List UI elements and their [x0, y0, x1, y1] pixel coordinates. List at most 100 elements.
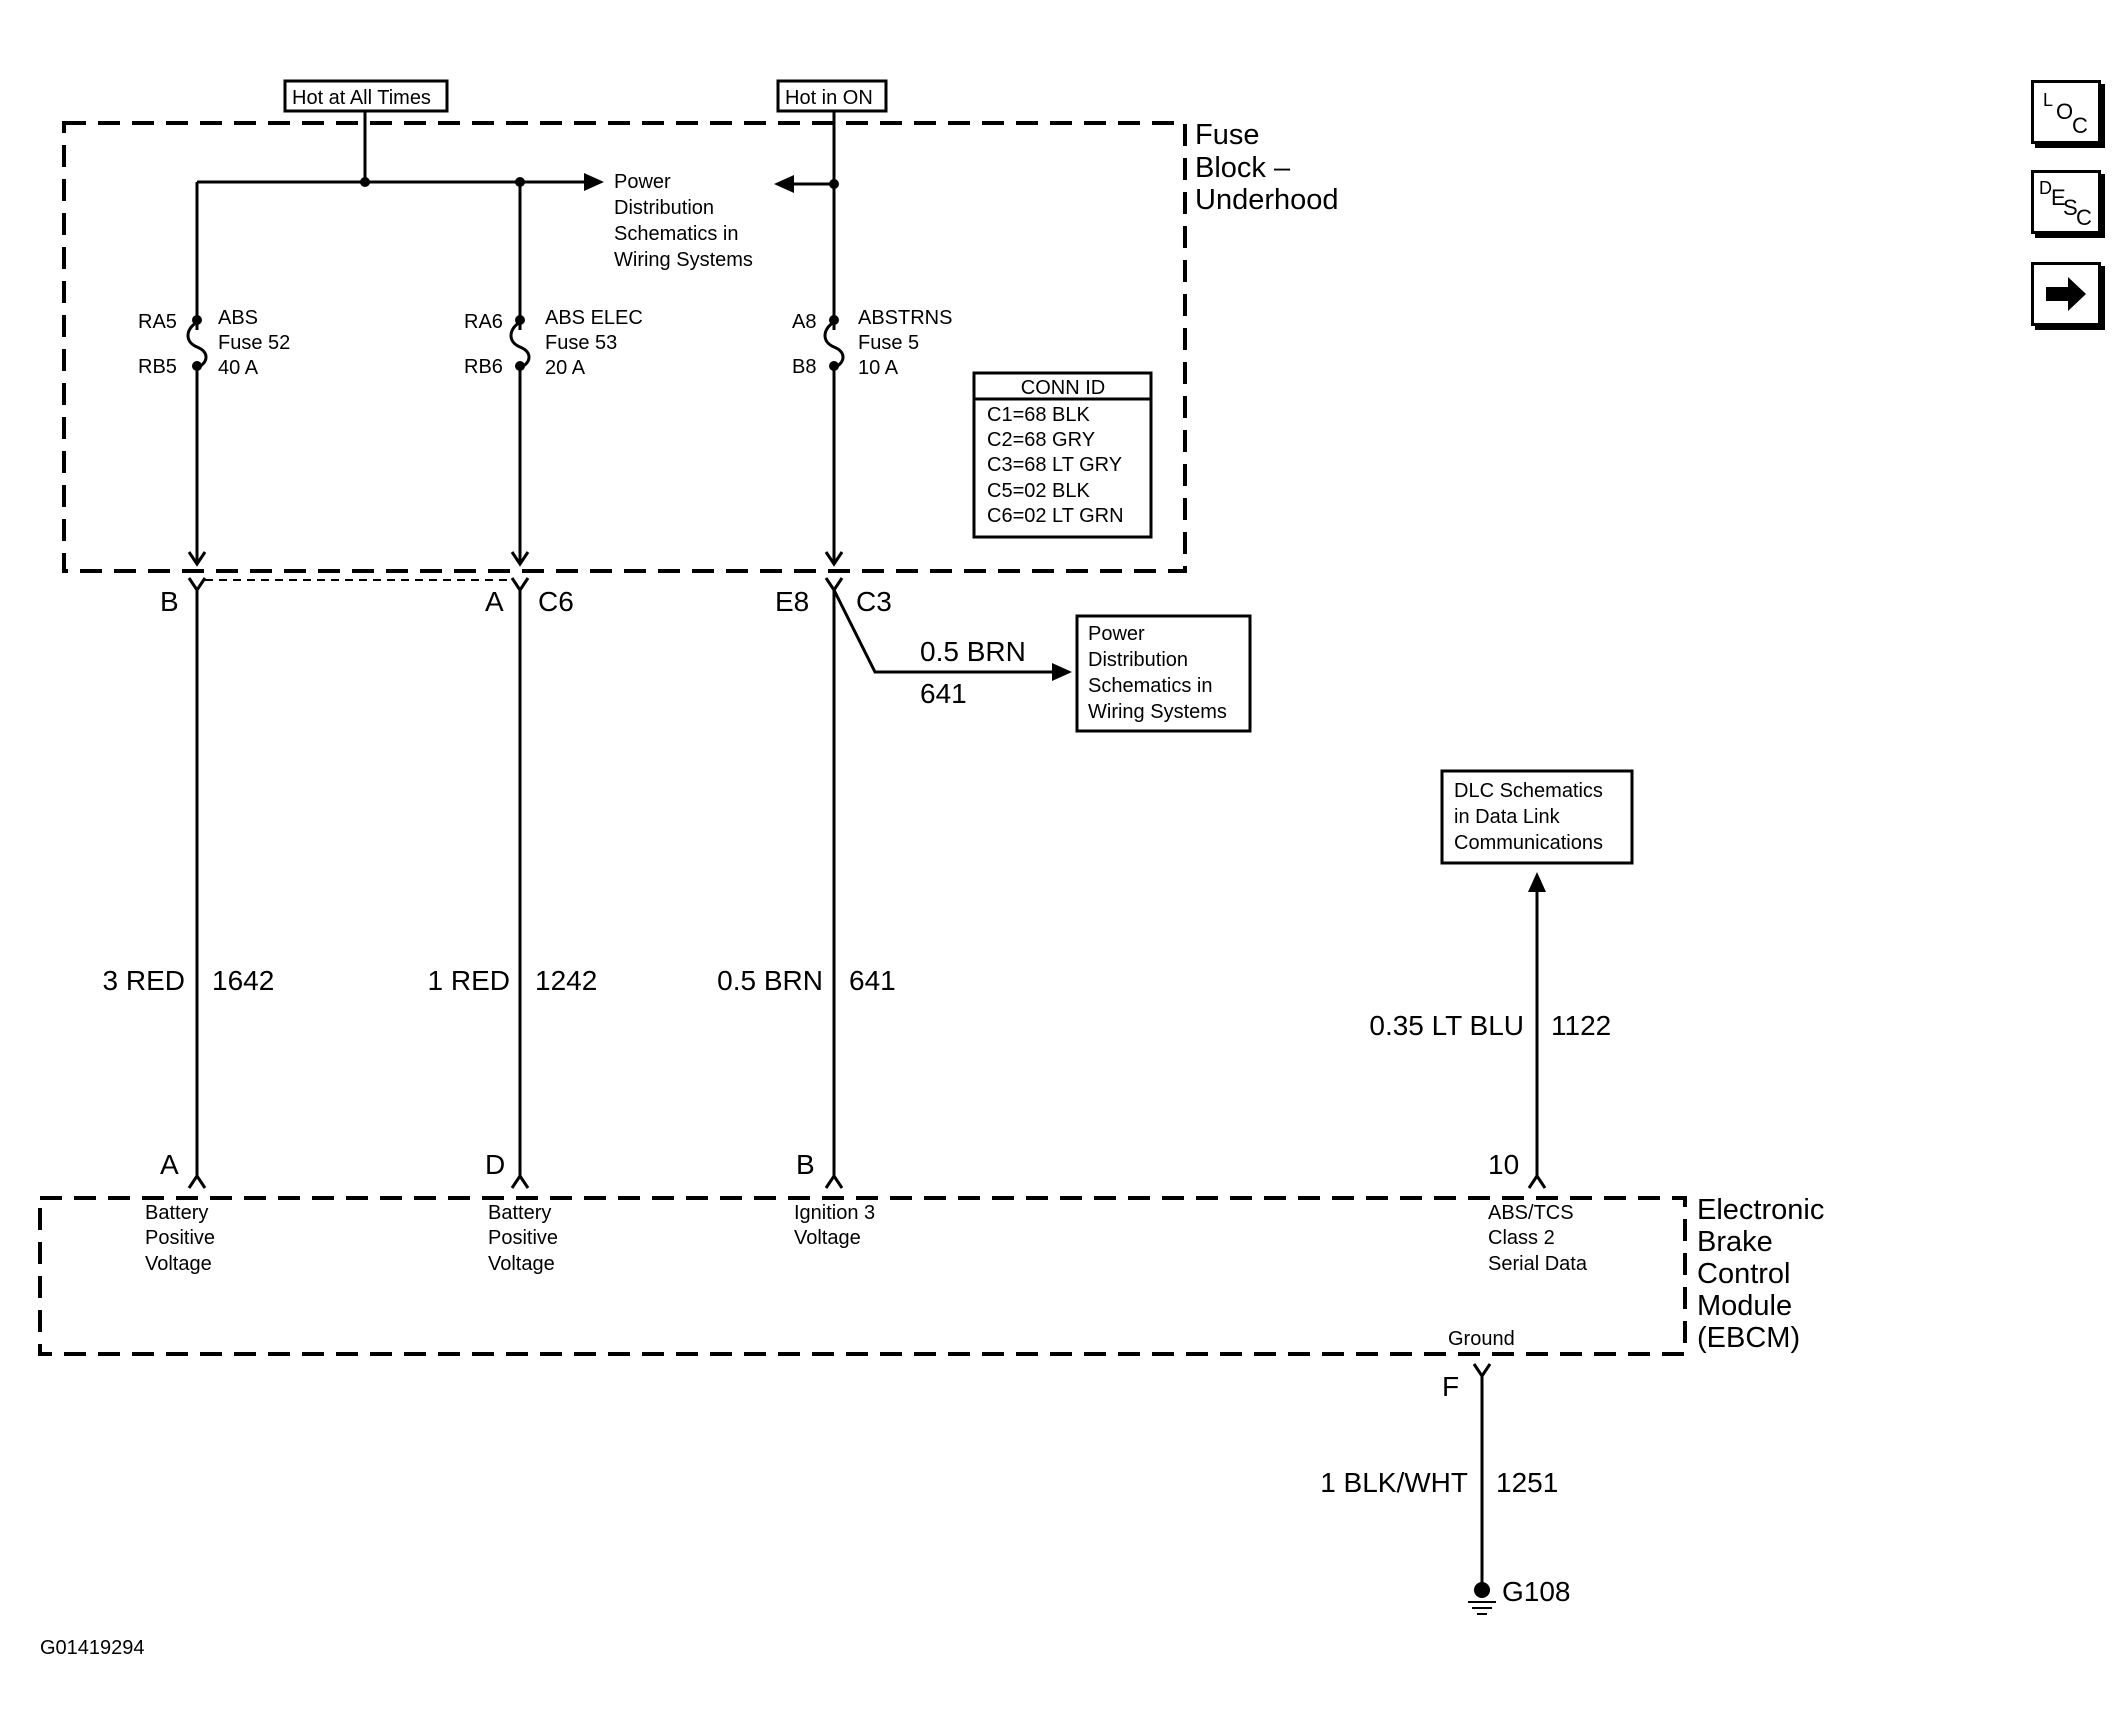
wire-1122-circuit: 1122: [1551, 1010, 1611, 1041]
ebcm-title-4: Module: [1697, 1290, 1792, 1322]
wire-1122-color: 0.35 LT BLU: [1369, 1010, 1524, 1041]
harness-wires: [195, 590, 836, 1178]
desc-letter-3: S: [2063, 195, 2078, 220]
ebcm-terminal-d-3: Voltage: [488, 1253, 555, 1275]
fuse-5-bottom-pin: B8: [792, 356, 816, 378]
ground-icon: [1474, 1582, 1490, 1598]
power-ref-right-1: Power: [1088, 623, 1145, 645]
fuse-52-rating: 40 A: [218, 357, 259, 379]
fuse-output-wires: [195, 368, 836, 562]
connector-a-label: A: [485, 586, 504, 617]
fuse-5-symbol: [823, 320, 845, 370]
fuse-52-name: ABS: [218, 307, 258, 329]
dlc-ref-3: Communications: [1454, 832, 1603, 854]
fuse-52-number: Fuse 52: [218, 332, 290, 354]
ground-pin-connector: [1472, 1363, 1492, 1379]
fuse-53-bottom-pin: RB6: [464, 356, 503, 378]
splice-dot: [515, 177, 525, 187]
connector-arrows: [187, 551, 844, 567]
wire-1642-color: 3 RED: [103, 965, 185, 996]
bus-hot-at-all-times: [195, 111, 590, 330]
ebcm-title-1: Electronic: [1697, 1194, 1824, 1226]
power-ref-right-box: [1075, 614, 1252, 733]
ebcm-pin-b: B: [796, 1149, 815, 1180]
connector-c3-label: C3: [856, 586, 892, 617]
hot-in-on-label: Hot in ON: [785, 87, 873, 109]
bus-hot-in-on: [790, 111, 836, 330]
ebcm-terminal-a-2: Positive: [145, 1227, 215, 1249]
ebcm-pin-10: 10: [1488, 1149, 1519, 1180]
power-ref-right-3: Schematics in: [1088, 675, 1213, 697]
connector-c6-label: C6: [538, 586, 574, 617]
ebcm-terminal-10-3: Serial Data: [1488, 1253, 1588, 1275]
ebcm-terminal-b-2: Voltage: [794, 1227, 861, 1249]
fuse-block-title-2: Block –: [1195, 152, 1291, 184]
ebcm-ground-pin: F: [1442, 1371, 1459, 1402]
fuse-5-top-pin: A8: [792, 311, 816, 333]
ebcm-pin-receptacles: [187, 1173, 1547, 1189]
loc-letter-3: C: [2072, 113, 2088, 138]
ground-symbol-lines: [1468, 1601, 1496, 1615]
wire-1251-color: 1 BLK/WHT: [1320, 1467, 1468, 1498]
conn-id-row: C5=02 BLK: [987, 480, 1091, 502]
fuse-53-symbol: [509, 320, 531, 370]
fuse-5-rating: 10 A: [858, 357, 899, 379]
arrow-right-icon: [2046, 277, 2086, 311]
connector-b-label: B: [160, 586, 179, 617]
conn-id-row: C1=68 BLK: [987, 404, 1091, 426]
ebcm-ground-label: Ground: [1448, 1328, 1515, 1350]
location-button[interactable]: L O C: [2031, 80, 2101, 144]
ebcm-terminal-d-1: Battery: [488, 1202, 551, 1224]
fuse-terminal-dot: [192, 361, 202, 371]
arrow-to-power-distribution-left-2: [774, 175, 794, 193]
ebcm-terminal-a-3: Voltage: [145, 1253, 212, 1275]
power-ref-right-4: Wiring Systems: [1088, 701, 1227, 723]
hot-in-on-box: [776, 79, 888, 113]
power-ref-left-3: Schematics in: [614, 223, 739, 245]
wire-1251-circuit: 1251: [1496, 1467, 1558, 1498]
diagram-id: G01419294: [40, 1637, 145, 1659]
wire-641-color: 0.5 BRN: [717, 965, 823, 996]
connector-receptacles: [187, 577, 844, 593]
desc-letter-1: D: [2039, 178, 2052, 198]
connector-e8-label: E8: [775, 586, 809, 617]
dlc-ref-box: [1440, 769, 1634, 865]
fuse-5-number: Fuse 5: [858, 332, 919, 354]
power-ref-left-4: Wiring Systems: [614, 249, 753, 271]
hot-at-all-times-label: Hot at All Times: [292, 87, 431, 109]
wire-1242-color: 1 RED: [428, 965, 510, 996]
desc-letter-2: E: [2051, 185, 2066, 210]
loc-letter-1: L: [2043, 90, 2054, 110]
fuse-block-outline: [62, 121, 1187, 573]
ebcm-title-3: Control: [1697, 1258, 1791, 1290]
fuse-53-name: ABS ELEC: [545, 307, 643, 329]
loc-letter-2: O: [2056, 99, 2074, 124]
fuse-53-top-pin: RA6: [464, 311, 503, 333]
dlc-ref-2: in Data Link: [1454, 806, 1561, 828]
conn-id-row: C6=02 LT GRN: [987, 505, 1124, 527]
ebcm-terminal-d-2: Positive: [488, 1227, 558, 1249]
fuse-block-title-3: Underhood: [1195, 184, 1339, 216]
conn-id-header: CONN ID: [1021, 377, 1105, 399]
branch-arrow: [1052, 663, 1072, 681]
dlc-ref-1: DLC Schematics: [1454, 780, 1603, 802]
ebcm-title-2: Brake: [1697, 1226, 1773, 1258]
ground-g108-label: G108: [1502, 1576, 1571, 1607]
ebcm-terminal-a-1: Battery: [145, 1202, 208, 1224]
fuse-block-title-1: Fuse: [1195, 119, 1259, 151]
description-button[interactable]: D E S C: [2031, 170, 2101, 234]
ebcm-pin-d: D: [485, 1149, 505, 1180]
power-ref-right-2: Distribution: [1088, 649, 1188, 671]
power-ref-left-2: Distribution: [614, 197, 714, 219]
next-page-button[interactable]: [2031, 262, 2101, 326]
fuse-52-symbol: [186, 320, 208, 370]
wire-1242-circuit: 1242: [535, 965, 597, 996]
branch-wire-circuit: 641: [920, 678, 967, 709]
ebcm-terminal-10-1: ABS/TCS: [1488, 1202, 1574, 1224]
fuse-52-top-pin: RA5: [138, 311, 177, 333]
ebcm-terminal-b-1: Ignition 3: [794, 1202, 875, 1224]
splice-dot: [829, 179, 839, 189]
fuse-52-bottom-pin: RB5: [138, 356, 177, 378]
ebcm-terminal-10-2: Class 2: [1488, 1227, 1555, 1249]
